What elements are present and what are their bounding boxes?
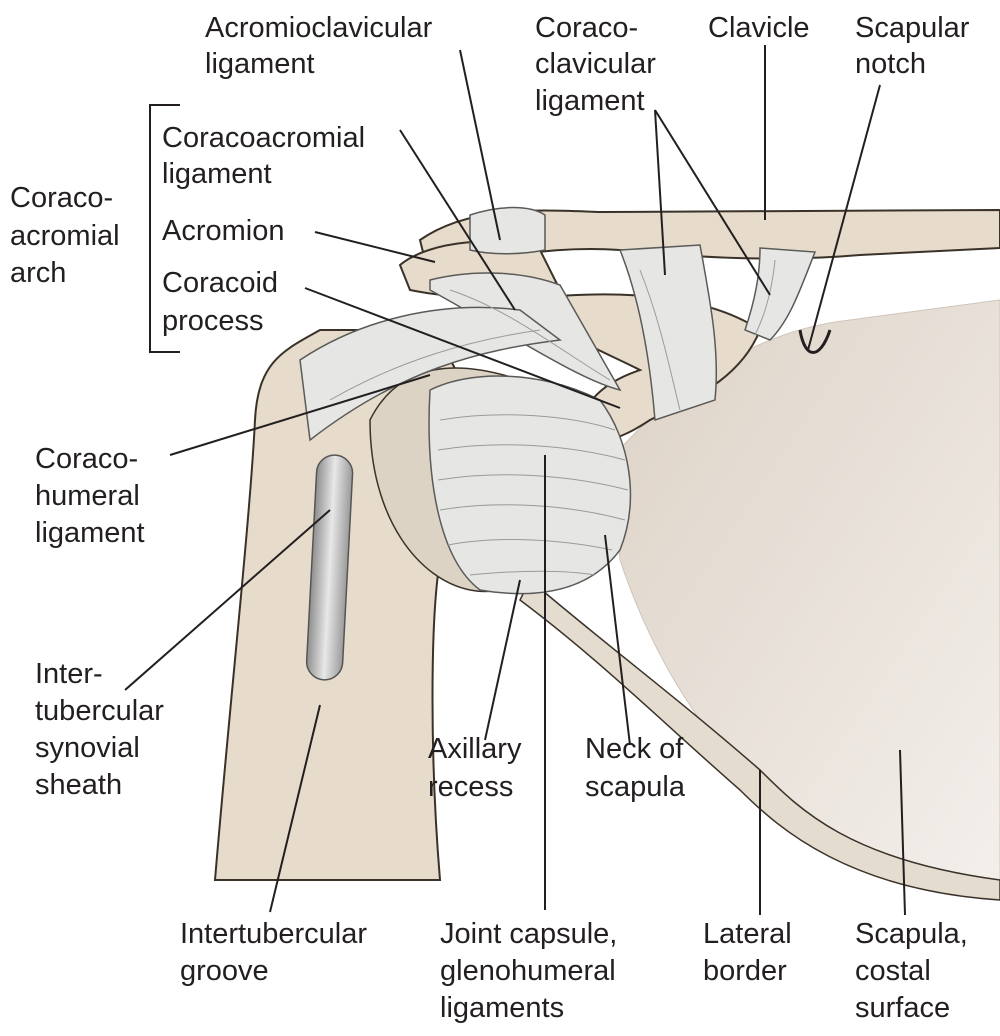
- coracoclavicular-ligament-shape: [618, 244, 718, 422]
- label-intertubercular-groove: Intertubercular groove: [180, 918, 375, 987]
- label-coracoacromial-arch: Coraco- acromial arch: [10, 182, 128, 289]
- label-neck-of-scapula: Neck of scapula: [585, 733, 691, 803]
- scapular-notch-shape: [798, 329, 832, 354]
- label-clavicle: Clavicle: [708, 12, 810, 44]
- label-coracoclavicular-ligament: Coraco- clavicular ligament: [535, 12, 664, 117]
- label-acromioclavicular-ligament: Acromioclavicular ligament: [205, 12, 440, 80]
- label-coracoacromial-ligament: Coracoacromial ligament: [162, 122, 373, 190]
- coracoclavicular-ligament-shape-2: [744, 247, 817, 341]
- leader-lines: [124, 45, 906, 916]
- acromioclavicular-ligament-shape: [469, 206, 546, 255]
- label-scapular-notch: Scapular notch: [855, 12, 978, 80]
- label-acromion: Acromion: [162, 215, 285, 247]
- coracoacromial-arch-bracket: [149, 104, 180, 353]
- label-joint-capsule: Joint capsule, glenohumeral ligaments: [440, 918, 625, 1024]
- label-coracoid-process: Coracoid process: [162, 267, 286, 337]
- synovial-sheath-shape: [305, 454, 354, 681]
- label-axillary-recess: Axillary recess: [428, 733, 530, 803]
- label-intertubercular-synovial-sheath: Inter- tubercular synovial sheath: [35, 658, 172, 801]
- label-scapula-costal-surface: Scapula, costal surface: [855, 918, 976, 1024]
- joint-capsule-shape: [428, 375, 632, 595]
- label-lateral-border: Lateral border: [703, 918, 800, 987]
- capsule-fibers: [329, 259, 776, 576]
- label-coracohumeral-ligament: Coraco- humeral ligament: [35, 443, 148, 549]
- coracohumeral-ligament-shape: [299, 306, 562, 442]
